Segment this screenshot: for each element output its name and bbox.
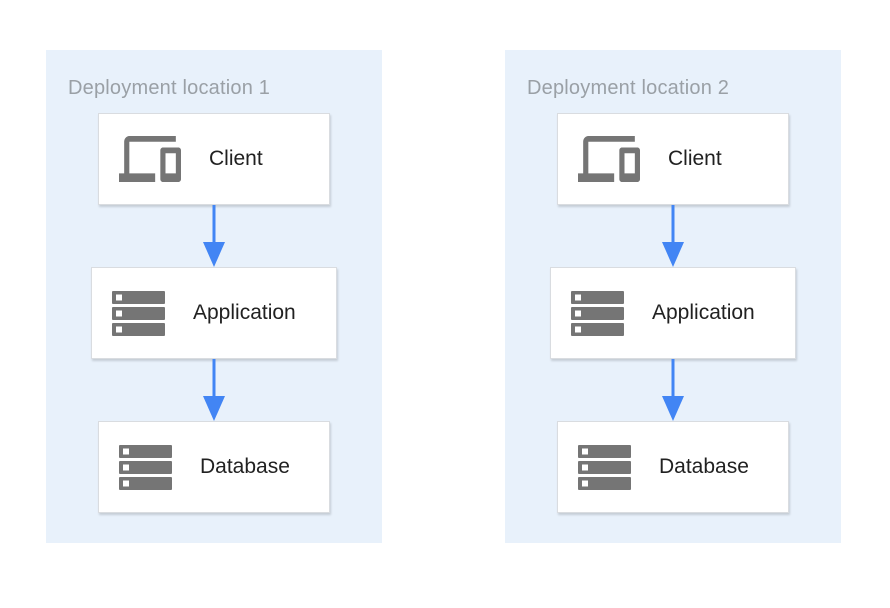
node-label: Application: [652, 301, 755, 324]
devices-icon: [119, 136, 181, 182]
node-label: Database: [659, 455, 749, 478]
node-label: Client: [209, 147, 263, 170]
storage-icon: [119, 444, 172, 490]
storage-icon: [112, 290, 165, 336]
down-arrow: [662, 359, 684, 421]
node-label: Application: [193, 301, 296, 324]
node-stack: Client: [46, 113, 382, 513]
node-client: Client: [98, 113, 330, 205]
down-arrow: [662, 205, 684, 267]
node-client: Client: [557, 113, 789, 205]
devices-icon: [578, 136, 640, 182]
node-application: Application: [91, 267, 337, 359]
node-application: Application: [550, 267, 796, 359]
storage-icon: [571, 290, 624, 336]
node-label: Client: [668, 147, 722, 170]
node-stack: Client: [505, 113, 841, 513]
down-arrow: [203, 205, 225, 267]
deployment-panel-2: Deployment location 2 Client: [505, 50, 841, 543]
storage-icon: [578, 444, 631, 490]
panel-title: Deployment location 2: [527, 77, 730, 99]
deployment-panel-1: Deployment location 1 Client: [46, 50, 382, 543]
node-database: Database: [98, 421, 330, 513]
node-database: Database: [557, 421, 789, 513]
panel-title: Deployment location 1: [68, 77, 271, 99]
down-arrow: [203, 359, 225, 421]
node-label: Database: [200, 455, 290, 478]
